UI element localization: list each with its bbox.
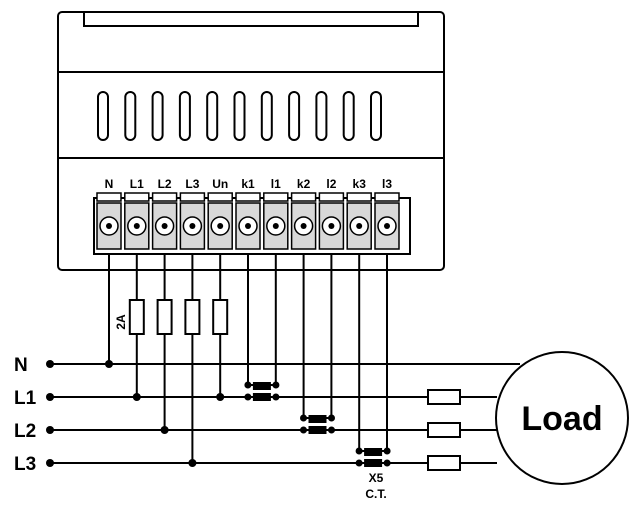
terminal-tab (290, 192, 317, 202)
terminal-screw-center (245, 223, 251, 229)
ventilation-slots (97, 91, 382, 141)
terminal-tab (374, 192, 400, 202)
terminal-label: l1 (271, 177, 281, 191)
vent-slot (151, 91, 164, 141)
terminal-tab (263, 192, 289, 202)
load-fuses (427, 389, 461, 471)
fuse-icon (184, 299, 201, 335)
terminal-tab (124, 192, 150, 202)
terminal-label: k3 (353, 177, 367, 191)
terminal-label: L1 (130, 177, 144, 191)
vent-slot (178, 91, 191, 141)
current-transformer-icon (355, 447, 391, 467)
supply-line-label: L3 (14, 454, 36, 475)
ct-terminal-dot (328, 414, 335, 422)
terminal-tab (235, 192, 261, 202)
ct-terminal-dot (272, 393, 280, 401)
ct-terminal-dot (300, 414, 307, 422)
line-start-dot (46, 459, 54, 467)
vent-slot (315, 91, 328, 141)
terminal-screw-center (356, 223, 363, 229)
supply-line-label: N (14, 355, 28, 376)
ct-label-ct: C.T. (365, 487, 386, 501)
terminal-label: k1 (241, 177, 255, 191)
fuse-icon (128, 299, 145, 335)
terminal-screw-center (189, 223, 196, 229)
ct-terminal-dot (300, 426, 307, 434)
terminal-label: L2 (158, 177, 172, 191)
terminal-screw-center (161, 223, 168, 229)
fuse-icon (427, 455, 461, 471)
current-transformer-icon (244, 381, 280, 401)
terminal-label: l2 (326, 177, 336, 191)
ct-terminal-dot (328, 426, 335, 434)
terminal-label: k2 (297, 177, 311, 191)
terminal-label: N (105, 177, 114, 191)
ct-terminal-dot (244, 381, 252, 389)
ct-terminal-dot (272, 381, 280, 389)
ct-terminal-dot (383, 459, 391, 467)
load-label: Load (521, 400, 602, 438)
vent-slot (260, 91, 273, 141)
terminal-screw-center (272, 223, 279, 229)
terminal-tab (346, 192, 372, 202)
fuse-rating-label: 2A (114, 314, 128, 330)
fuse-icon (156, 299, 173, 335)
terminal-screw-center (217, 223, 224, 229)
terminal-screw-center (328, 223, 335, 229)
meter-housing (57, 11, 445, 271)
terminal-label: l3 (382, 177, 392, 191)
ct-terminal-dot (383, 447, 391, 455)
ct-label-x5: X5 (369, 471, 384, 485)
current-transformers (244, 381, 391, 467)
junction-dot (105, 360, 113, 368)
ct-core-bottom (252, 393, 271, 401)
vent-slot (124, 91, 137, 141)
terminal-label: Un (212, 177, 228, 191)
supply-line-label: L1 (14, 388, 37, 409)
junction-dot (132, 393, 141, 401)
terminal-tab (179, 192, 206, 202)
fuses (128, 299, 229, 335)
terminal-block (93, 192, 411, 255)
ct-terminal-dot (244, 393, 252, 401)
terminal-tab (96, 192, 122, 202)
vent-slot (233, 91, 246, 141)
vent-slot (370, 91, 382, 141)
fuse-icon (212, 299, 229, 335)
line-start-dot (46, 360, 54, 368)
junction-dot (160, 426, 169, 434)
terminal-tab (318, 192, 345, 202)
terminal-screw-center (300, 223, 307, 229)
vent-slot (288, 91, 301, 141)
ct-terminal-dot (355, 459, 363, 467)
ct-terminal-dot (355, 447, 363, 455)
vent-slot (342, 91, 355, 141)
terminal-label: L3 (185, 177, 199, 191)
terminal-tab (207, 192, 233, 202)
current-transformer-icon (300, 414, 335, 434)
fuse-icon (427, 389, 461, 405)
load-circle (495, 351, 629, 485)
terminal-screw-center (106, 223, 112, 229)
line-start-dot (46, 393, 54, 401)
ct-core-bottom (308, 426, 327, 434)
vent-slot (206, 91, 219, 141)
junction-dot (216, 393, 225, 401)
fuse-icon (427, 422, 461, 438)
terminal-screw-center (384, 223, 390, 229)
terminal-labels: N L1 L2 L3 Un k1 l1 k2 l2 k3 l3 (105, 177, 393, 191)
vent-slot (97, 91, 109, 141)
junction-dot (188, 459, 197, 467)
ct-core-bottom (364, 459, 383, 467)
terminal-screw-center (133, 223, 140, 229)
line-start-dot (46, 426, 54, 434)
terminal-tab (151, 192, 178, 202)
supply-line-label: L2 (14, 421, 36, 442)
